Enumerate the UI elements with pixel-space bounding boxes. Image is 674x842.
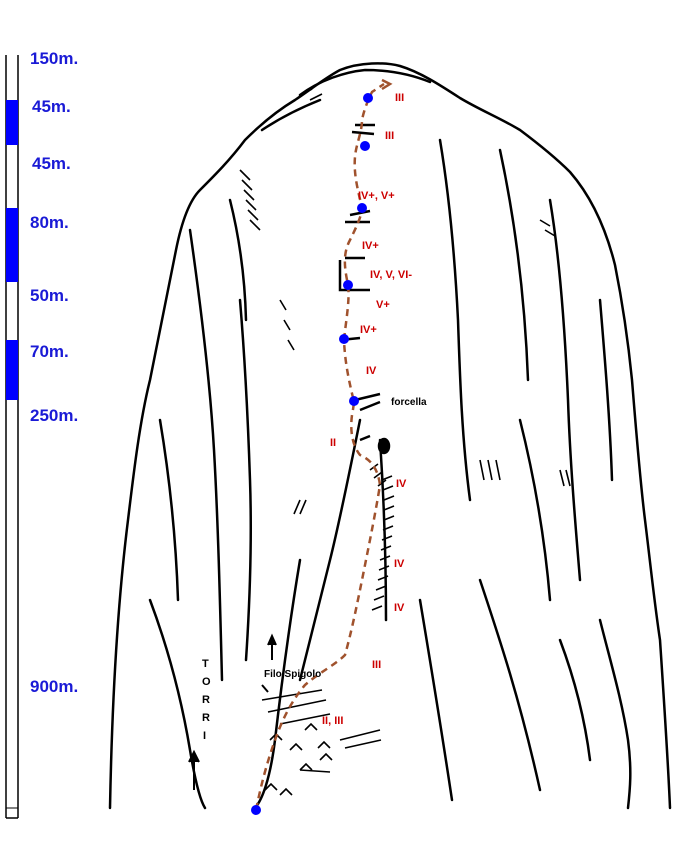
belay-point [339, 334, 349, 344]
torri-letter: R [202, 712, 210, 724]
grade-label: III [385, 130, 394, 142]
grade-label: IV [394, 602, 405, 614]
belay-point [349, 396, 359, 406]
grade-label: IV+ [360, 324, 377, 336]
scale-label: 45m. [32, 154, 71, 173]
scale-label: 150m. [30, 49, 78, 68]
grade-labels: III III IV+, V+ IV+ IV, V, VI- V+ IV+ IV… [322, 92, 412, 727]
direction-arrows [188, 633, 277, 790]
scale-label: 250m. [30, 406, 78, 425]
grade-label: II, III [322, 715, 343, 727]
grade-label: IV+ [362, 240, 379, 252]
scale-label: 900m. [30, 677, 78, 696]
grade-label: IV [366, 365, 377, 377]
belay-points [251, 93, 373, 815]
torri-letter: R [202, 694, 210, 706]
scale-label: 50m. [30, 286, 69, 305]
grade-label: IV [396, 478, 407, 490]
grade-label: III [372, 659, 381, 671]
belay-point [363, 93, 373, 103]
mountain-sketch [108, 62, 672, 810]
grade-label: II [330, 437, 336, 449]
belay-point [360, 141, 370, 151]
belay-point [357, 203, 367, 213]
small-arrow-icon [261, 684, 269, 693]
forcella-label: forcella [391, 397, 427, 408]
grade-label: III [395, 92, 404, 104]
grade-label: IV [394, 558, 405, 570]
torri-label: T O R R I [202, 658, 211, 742]
filo-spigolo-label: Filo Spigolo [264, 669, 321, 680]
torri-letter: T [202, 658, 209, 670]
climbing-route-line [254, 82, 385, 811]
torri-letter: O [202, 676, 211, 688]
route-arrow-icon [381, 78, 393, 91]
scale-label: 80m. [30, 213, 69, 232]
grade-label: V+ [376, 299, 390, 311]
grade-label: IV+, V+ [358, 190, 395, 202]
scale-label: 45m. [32, 97, 71, 116]
height-scale: 150m. 45m. 45m. 80m. 50m. 70m. 250m. 900… [5, 49, 78, 819]
up-arrow-head-icon [267, 633, 277, 646]
belay-point [251, 805, 261, 815]
summit-features [338, 123, 391, 455]
rock-texture [239, 88, 571, 796]
scale-segment-blue [6, 208, 18, 282]
scale-segment-blue [6, 100, 18, 145]
torri-letter: I [203, 730, 206, 742]
scale-segment-blue [6, 340, 18, 400]
scale-label: 70m. [30, 342, 69, 361]
belay-point [343, 280, 353, 290]
up-arrow-head-icon [188, 749, 200, 763]
grade-label: IV, V, VI- [370, 269, 412, 281]
